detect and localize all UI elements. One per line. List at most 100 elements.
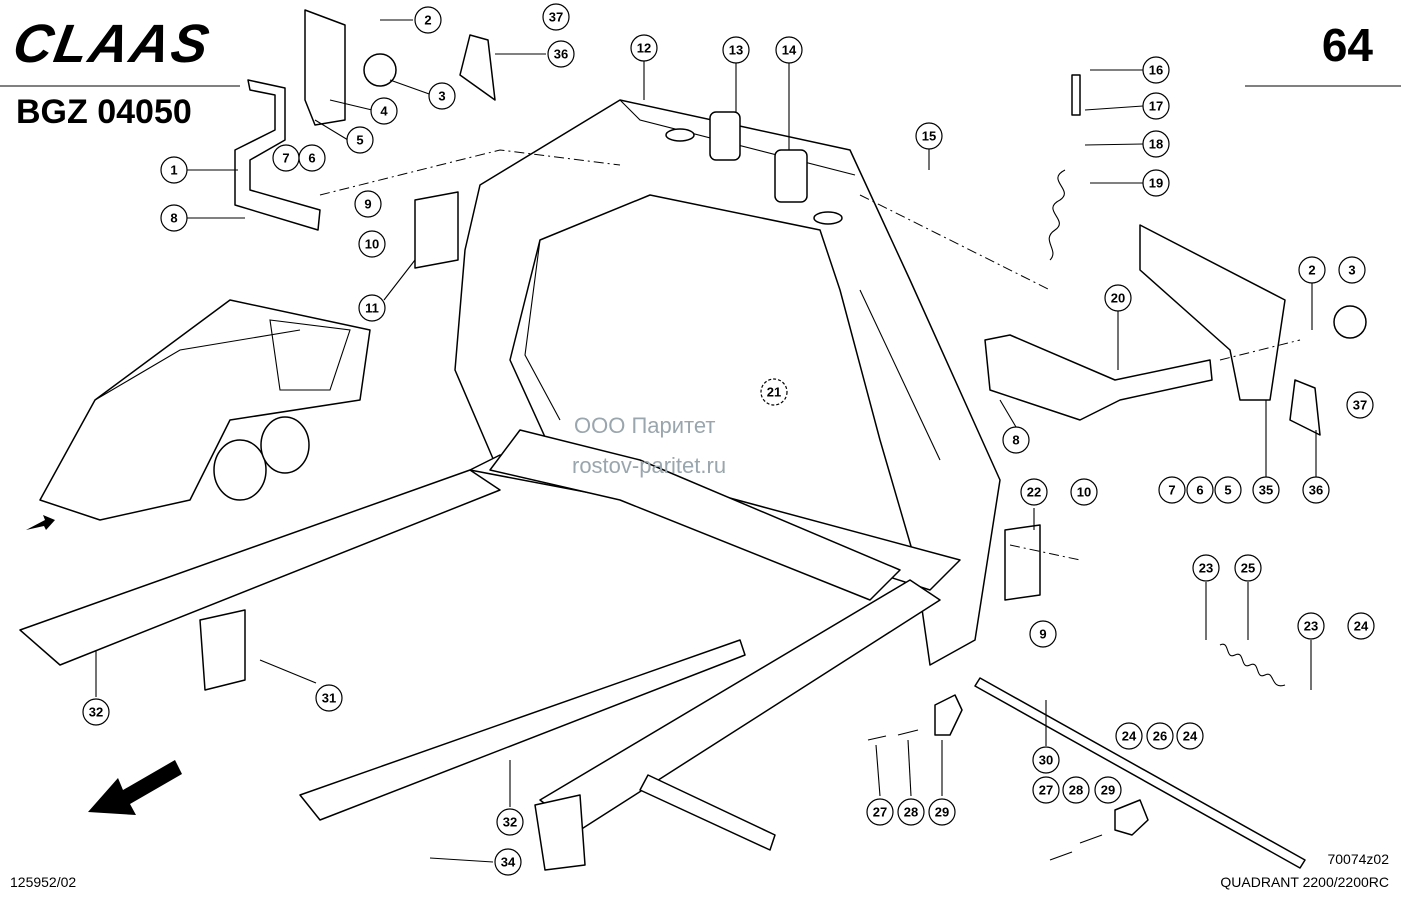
callout-label: 27	[873, 805, 887, 820]
callout-27: 27	[1032, 776, 1060, 804]
callout-9: 9	[354, 190, 382, 218]
callout-circle	[630, 34, 658, 62]
callout-28: 28	[1062, 776, 1090, 804]
callout-label: 7	[282, 151, 289, 166]
callout-circle	[1347, 612, 1375, 640]
callout-32: 32	[496, 808, 524, 836]
callout-label: 27	[1039, 783, 1053, 798]
callout-circle	[1115, 722, 1143, 750]
pin-28-upper	[897, 729, 919, 736]
callout-label: 15	[922, 129, 936, 144]
callout-24: 24	[1115, 722, 1143, 750]
callout-label: 24	[1183, 729, 1198, 744]
callout-circle	[1302, 476, 1330, 504]
main-frame	[454, 99, 1001, 666]
callout-circle	[1146, 722, 1174, 750]
callout-label: 17	[1149, 99, 1163, 114]
callout-12: 12	[630, 34, 658, 62]
callout-circle	[315, 684, 343, 712]
callout-36: 36	[1302, 476, 1330, 504]
pin-27-upper	[867, 735, 887, 741]
callout-29: 29	[1094, 776, 1122, 804]
callout-label: 28	[1069, 783, 1083, 798]
callout-4: 4	[370, 97, 398, 125]
callout-circle	[1252, 476, 1280, 504]
callout-28: 28	[897, 798, 925, 826]
callout-24: 24	[1347, 612, 1375, 640]
callout-24: 24	[1176, 722, 1204, 750]
callout-circle	[358, 230, 386, 258]
callout-circle	[1297, 612, 1325, 640]
baler-overview-thumbnail	[26, 299, 371, 530]
callout-label: 25	[1241, 561, 1255, 576]
callout-label: 24	[1122, 729, 1137, 744]
callout-circle	[897, 798, 925, 826]
callout-circle	[370, 97, 398, 125]
callout-29: 29	[928, 798, 956, 826]
callout-label: 13	[729, 43, 743, 58]
callout-3: 3	[1338, 256, 1366, 284]
callout-circle	[1142, 169, 1170, 197]
callout-2: 2	[414, 6, 442, 34]
callout-circle	[1070, 478, 1098, 506]
document-id: BGZ 04050	[16, 93, 192, 131]
drawing-reference-right: 70074z02	[1327, 851, 1389, 867]
callout-label: 23	[1199, 561, 1213, 576]
callout-label: 2	[1308, 263, 1315, 278]
machine-model: QUADRANT 2200/2200RC	[1220, 874, 1389, 890]
callout-18: 18	[1142, 130, 1170, 158]
callout-label: 5	[356, 133, 363, 148]
callout-17: 17	[1142, 92, 1170, 120]
callout-27: 27	[866, 798, 894, 826]
callout-37: 37	[542, 3, 570, 31]
callout-label: 32	[89, 705, 103, 720]
callout-label: 3	[1348, 263, 1355, 278]
callout-3: 3	[428, 82, 456, 110]
callout-25: 25	[1234, 554, 1262, 582]
pin-27-lower	[1049, 851, 1073, 861]
callout-22: 22	[1020, 478, 1048, 506]
callout-20: 20	[1104, 284, 1132, 312]
callout-circle	[1142, 130, 1170, 158]
callout-9: 9	[1029, 620, 1057, 648]
callout-5: 5	[1214, 476, 1242, 504]
callout-label: 31	[322, 691, 336, 706]
callout-circle	[298, 144, 326, 172]
travel-direction-arrow	[88, 760, 182, 815]
cam-29-upper	[934, 694, 963, 736]
callout-circle	[358, 294, 386, 322]
callout-label: 19	[1149, 176, 1163, 191]
callout-label: 3	[438, 89, 445, 104]
watermark-company: ООО Паритет	[574, 413, 716, 438]
callout-label: 9	[364, 197, 371, 212]
callout-label: 1	[170, 163, 177, 178]
callout-label: 37	[549, 10, 563, 25]
callout-circle	[414, 6, 442, 34]
callout-7: 7	[1158, 476, 1186, 504]
callout-1: 1	[160, 156, 188, 184]
callout-32: 32	[82, 698, 110, 726]
spring-25	[1219, 643, 1286, 687]
callout-circle	[1142, 56, 1170, 84]
callout-label: 28	[904, 805, 918, 820]
callout-circle	[1104, 284, 1132, 312]
callout-label: 20	[1111, 291, 1125, 306]
callout-15: 15	[915, 122, 943, 150]
callout-label: 14	[782, 43, 797, 58]
callout-circle	[1142, 92, 1170, 120]
callout-circle	[496, 808, 524, 836]
callout-37: 37	[1346, 391, 1374, 419]
callout-circle	[547, 40, 575, 68]
callout-8: 8	[160, 204, 188, 232]
callout-circle	[1346, 391, 1374, 419]
callout-label: 35	[1259, 483, 1273, 498]
callout-circle	[82, 698, 110, 726]
callout-label: 24	[1354, 619, 1369, 634]
callout-35: 35	[1252, 476, 1280, 504]
callout-7: 7	[272, 144, 300, 172]
left-bracket	[234, 9, 496, 231]
callout-19: 19	[1142, 169, 1170, 197]
callout-label: 6	[308, 151, 315, 166]
callout-circle	[1186, 476, 1214, 504]
